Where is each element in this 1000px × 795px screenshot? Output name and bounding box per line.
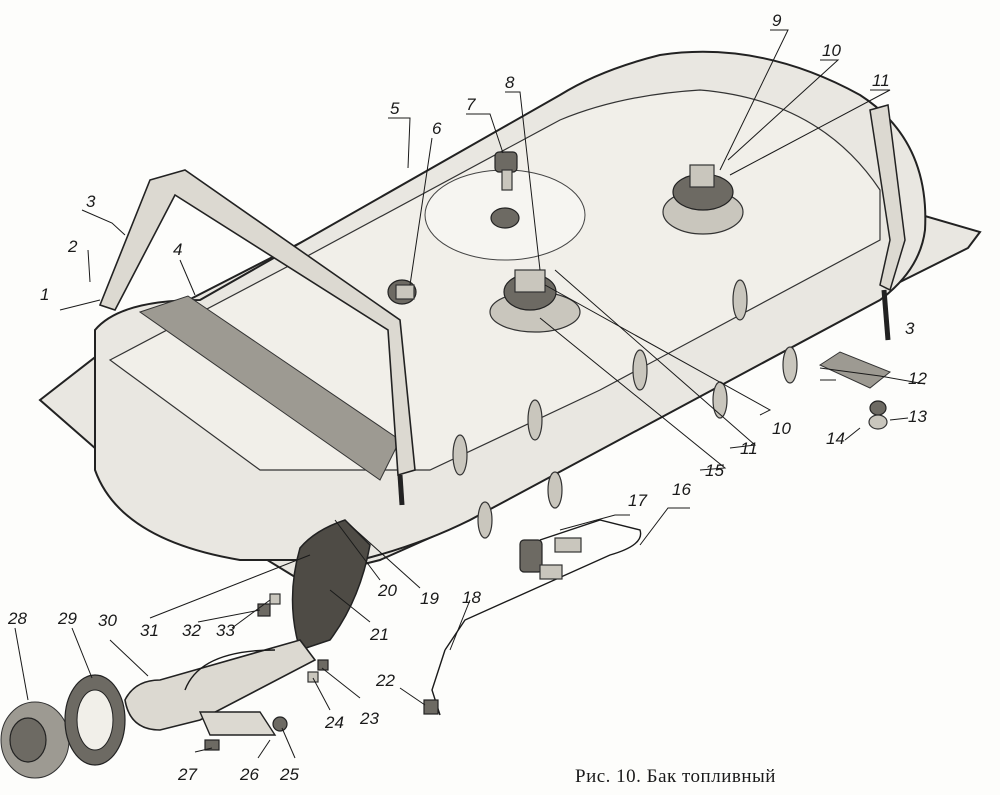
callout-10b: 10 bbox=[772, 419, 791, 438]
filler-cap bbox=[0, 701, 70, 779]
callout-11b: 11 bbox=[740, 439, 758, 458]
fitting-7 bbox=[494, 151, 518, 191]
callout-4: 4 bbox=[173, 240, 182, 259]
figure-caption: Рис. 10. Бак топливный bbox=[575, 766, 776, 787]
callout-3b: 3 bbox=[905, 319, 915, 338]
callout-12: 12 bbox=[908, 369, 927, 388]
tank-ribs bbox=[452, 279, 798, 539]
strap-bolt-right bbox=[881, 289, 891, 341]
callout-10: 10 bbox=[822, 41, 841, 60]
callout-6: 6 bbox=[432, 119, 442, 138]
callout-13: 13 bbox=[908, 407, 927, 426]
fitting-6 bbox=[387, 279, 417, 305]
callout-8: 8 bbox=[505, 73, 515, 92]
fuel-line bbox=[444, 519, 642, 651]
callout-19: 19 bbox=[420, 589, 439, 608]
felt-strip bbox=[818, 351, 891, 389]
callout-20: 20 bbox=[377, 581, 397, 600]
callout-18: 18 bbox=[462, 588, 481, 607]
leader-lines bbox=[14, 29, 926, 759]
callout-33: 33 bbox=[216, 621, 235, 640]
callout-26: 26 bbox=[239, 765, 259, 784]
gauge-sensor bbox=[662, 164, 744, 235]
filler-pipe bbox=[124, 639, 317, 731]
callout-21: 21 bbox=[369, 625, 389, 644]
callout-14: 14 bbox=[826, 429, 845, 448]
callout-31: 31 bbox=[140, 621, 159, 640]
callout-16: 16 bbox=[672, 480, 691, 499]
cap-gasket bbox=[64, 674, 126, 766]
strap-right bbox=[869, 104, 906, 292]
callout-32: 32 bbox=[182, 621, 201, 640]
callout-22: 22 bbox=[375, 671, 395, 690]
callout-17: 17 bbox=[628, 491, 647, 510]
tee-17 bbox=[519, 537, 582, 580]
callout-29: 29 bbox=[57, 609, 77, 628]
callout-25: 25 bbox=[279, 765, 299, 784]
callout-9: 9 bbox=[772, 11, 782, 30]
callout-3: 3 bbox=[86, 192, 96, 211]
callout-11: 11 bbox=[872, 71, 890, 90]
filler-hose bbox=[291, 519, 371, 651]
callout-23: 23 bbox=[359, 709, 379, 728]
callout-30: 30 bbox=[98, 611, 117, 630]
fuel-intake bbox=[489, 269, 581, 333]
callout-15: 15 bbox=[705, 461, 724, 480]
vent-tube bbox=[184, 649, 276, 691]
strap-bolt-left bbox=[397, 474, 405, 506]
callout-24: 24 bbox=[324, 713, 344, 732]
callout-2: 2 bbox=[67, 237, 78, 256]
drain-boss bbox=[490, 207, 520, 229]
callout-7: 7 bbox=[466, 95, 476, 114]
callout-28: 28 bbox=[7, 609, 27, 628]
callout-1: 1 bbox=[40, 285, 49, 304]
bracket bbox=[198, 711, 277, 736]
callout-27: 27 bbox=[177, 765, 197, 784]
callout-5: 5 bbox=[390, 99, 400, 118]
strap-left bbox=[98, 169, 416, 477]
